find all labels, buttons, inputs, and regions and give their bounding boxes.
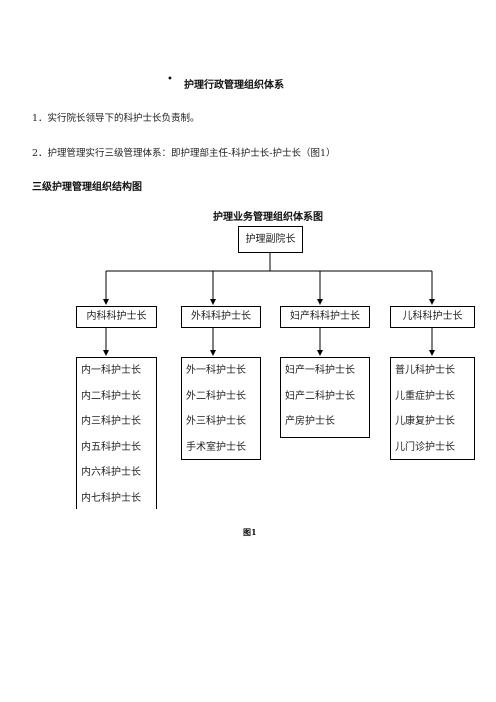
ward-item: 内七科护士长	[81, 492, 141, 504]
diagram-title: 护理业务管理组织体系图	[213, 212, 323, 223]
ward-item: 妇产二科护士长	[285, 390, 355, 402]
ward-item: 手术室护士长	[186, 441, 246, 453]
ward-item: 儿康复护士长	[395, 416, 455, 427]
dept-box-surgery: 外科科护士长	[181, 306, 261, 328]
ward-list-surgery: 外一科护士长 外二科护士长 外三科护士长 手术室护士长	[181, 357, 261, 460]
dept-box-obgyn: 妇产科科护士长	[280, 306, 370, 328]
paragraph-2: 2．护理管理实行三级管理体系：即护理部主任-科护士长-护士长（图1）	[32, 148, 336, 159]
ward-item: 内一科护士长	[81, 365, 141, 376]
ward-item: 内三科护士长	[81, 416, 141, 427]
ward-item: 儿重症护士长	[395, 390, 455, 402]
ward-item: 内五科护士长	[81, 441, 141, 453]
figure-caption: 图1	[243, 527, 257, 537]
paragraph-1: 1．实行院长领导下的科护士长负责制。	[32, 113, 200, 124]
ward-list-pediatrics: 普儿科护士长 儿重症护士长 儿康复护士长 儿门诊护士长	[390, 357, 475, 460]
ward-item: 内二科护士长	[81, 390, 141, 402]
ward-list-obgyn: 妇产一科护士长 妇产二科护士长 产房护士长	[280, 357, 370, 438]
ward-item: 普儿科护士长	[395, 365, 455, 376]
ward-item: 外三科护士长	[186, 416, 246, 427]
structure-heading: 三级护理管理组织结构图	[32, 182, 142, 193]
ward-list-internal: 内一科护士长 内二科护士长 内三科护士长 内五科护士长 内六科护士长 内七科护士…	[76, 357, 157, 509]
dept-box-pediatrics: 儿科科护士长	[390, 306, 475, 328]
ward-item: 产房护士长	[285, 416, 335, 427]
ward-item: 外一科护士长	[186, 365, 246, 376]
ward-item: 儿门诊护士长	[395, 441, 455, 453]
root-node-box: 护理副院长	[238, 226, 303, 253]
dept-box-internal: 内科科护士长	[76, 306, 157, 328]
section-title: 护理行政管理组织体系	[184, 80, 284, 91]
ward-item: 外二科护士长	[186, 390, 246, 402]
bullet-dot: •	[167, 74, 173, 85]
ward-item: 妇产一科护士长	[285, 365, 355, 376]
ward-item: 内六科护士长	[81, 467, 141, 478]
